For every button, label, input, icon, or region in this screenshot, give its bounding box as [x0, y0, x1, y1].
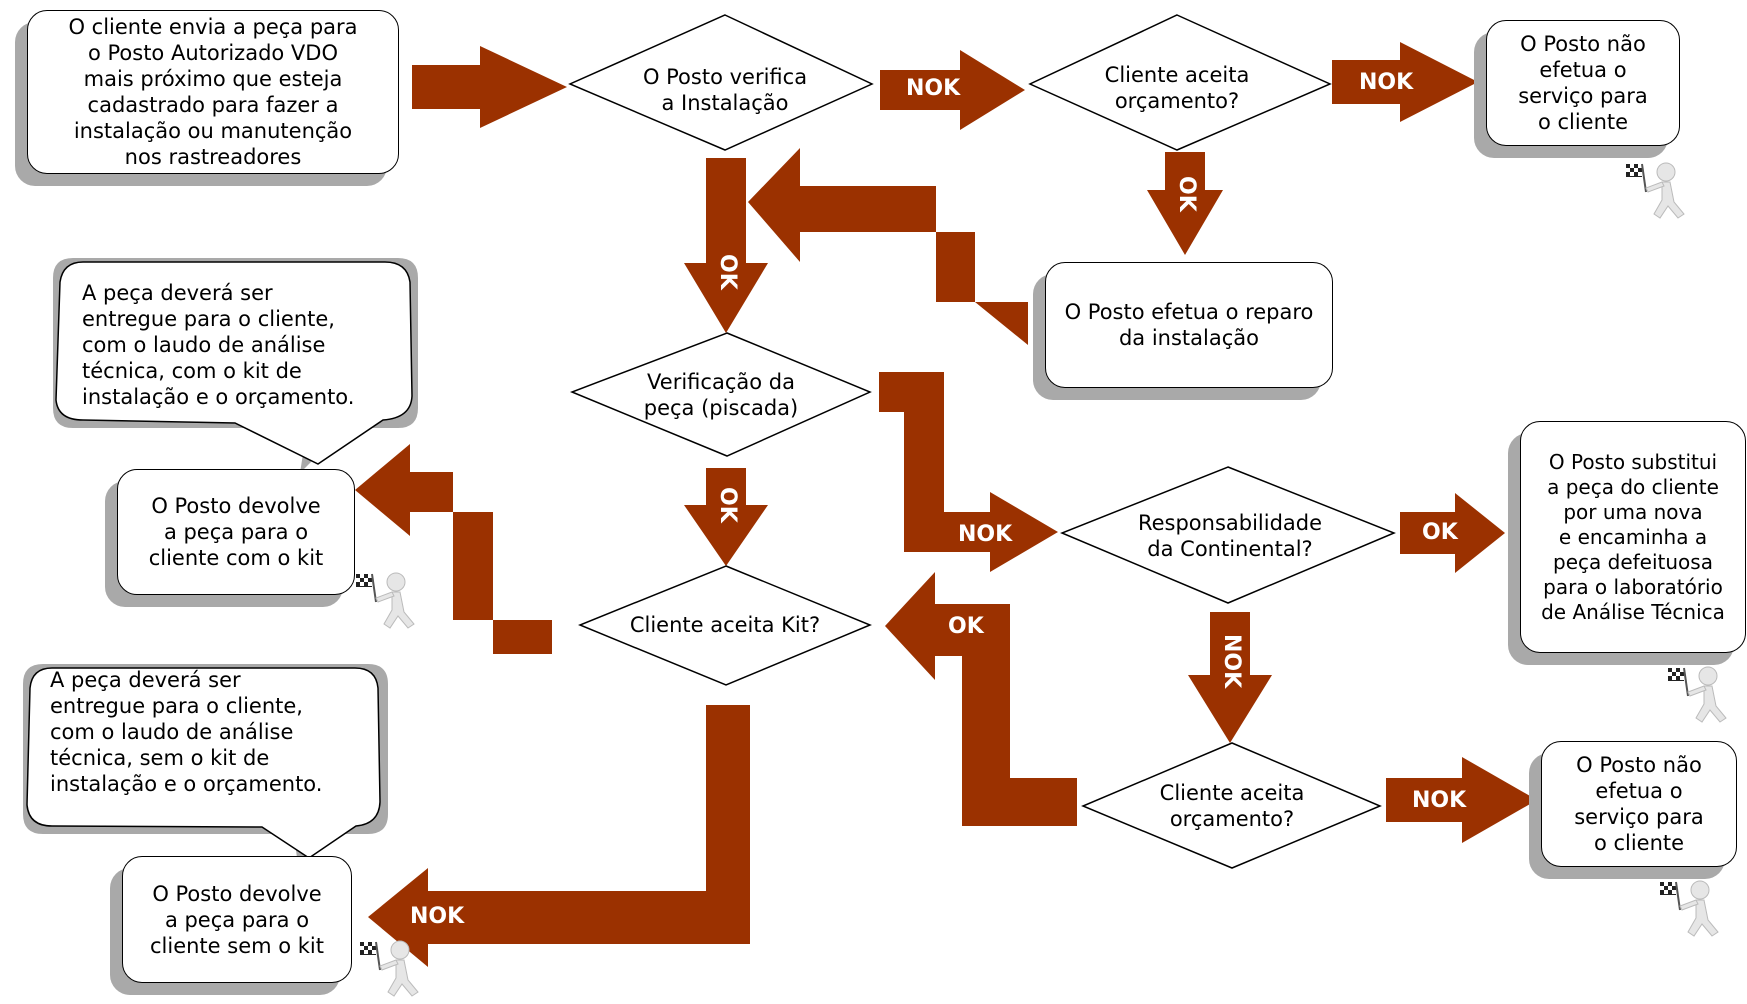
substitui-text: O Posto substitui a peça do cliente por … — [1541, 449, 1725, 624]
devolve-sem-kit-box: O Posto devolve a peça para o cliente se… — [122, 856, 352, 983]
label-ok-3: OK — [715, 487, 740, 523]
label-ok-5: OK — [412, 522, 448, 547]
arrow-ok-5 — [355, 444, 552, 654]
arrow-ok-2 — [684, 158, 768, 333]
efetua-reparo-box: O Posto efetua o reparo da instalação — [1045, 262, 1333, 388]
label-ok-6: OK — [948, 614, 984, 639]
devolve-sem-kit-text: O Posto devolve a peça para o cliente se… — [149, 881, 325, 958]
devolve-com-kit-box: O Posto devolve a peça para o cliente co… — [117, 469, 355, 595]
runner-with-flag-icon — [1660, 880, 1719, 937]
diamond-aceita-kit — [578, 565, 872, 686]
diamond-verifica-instalacao — [568, 14, 874, 151]
efetua-reparo-text: O Posto efetua o reparo da instalação — [1064, 300, 1314, 350]
label-ok-2: OK — [715, 254, 740, 290]
nao-efetua-box-2: O Posto não efetua o serviço para o clie… — [1541, 741, 1737, 867]
nao-efetua-box-1: O Posto não efetua o serviço para o clie… — [1486, 20, 1680, 146]
diamond-aceita-orcamento-1 — [1028, 14, 1332, 151]
arrow-ok-6 — [885, 572, 1077, 826]
runner-with-flag-icon — [1626, 162, 1685, 219]
arrow-nok-4 — [1188, 612, 1272, 743]
arrow-nok-6 — [368, 705, 750, 967]
label-nok-4: NOK — [1219, 634, 1244, 689]
label-ok-4: OK — [1422, 520, 1458, 545]
aceita-orcamento-1-text: Cliente aceita orçamento? — [1104, 63, 1250, 113]
arrow-ok-4 — [1400, 493, 1505, 573]
label-nok-1: NOK — [906, 76, 961, 101]
runner-with-flag-icon — [1668, 666, 1727, 723]
label-nok-3: NOK — [958, 522, 1013, 547]
runner-with-flag-icon — [360, 940, 419, 997]
callout-com-kit-bubble — [55, 261, 413, 465]
substitui-box: O Posto substitui a peça do cliente por … — [1520, 421, 1746, 653]
callout-com-kit-text: A peça deverá ser entregue para o client… — [82, 281, 355, 409]
start-text: O cliente envia a peça para o Posto Auto… — [68, 15, 358, 169]
callout-sem-kit-text: A peça deverá ser entregue para o client… — [50, 668, 323, 796]
arrow-nok-5 — [1386, 757, 1537, 843]
verificacao-peca-text: Verificação da peça (piscada) — [643, 370, 799, 420]
nao-efetua-text-2: O Posto não efetua o serviço para o clie… — [1574, 753, 1704, 855]
aceita-orcamento-2-text: Cliente aceita orçamento? — [1159, 781, 1305, 831]
arrow-ok-3 — [684, 468, 768, 566]
label-nok-5: NOK — [1412, 788, 1467, 813]
arrow-nok-2 — [1332, 42, 1478, 122]
start-box: O cliente envia a peça para o Posto Auto… — [27, 10, 399, 174]
devolve-com-kit-text: O Posto devolve a peça para o cliente co… — [148, 494, 324, 570]
label-nok-6: NOK — [410, 904, 465, 929]
label-ok-1: OK — [1174, 176, 1199, 212]
diamond-verificacao-peca — [569, 332, 872, 457]
diamond-aceita-orcamento-2 — [1081, 742, 1382, 869]
runner-with-flag-icon — [356, 572, 415, 629]
arrow-nok-3 — [879, 372, 1058, 572]
arrow-nok-1 — [880, 50, 1025, 130]
arrow-start-to-verifica — [412, 46, 567, 128]
label-nok-2: NOK — [1359, 70, 1414, 95]
aceita-kit-text: Cliente aceita Kit? — [629, 613, 821, 637]
responsabilidade-text: Responsabilidade da Continental? — [1137, 511, 1323, 561]
diamond-responsabilidade — [1060, 466, 1396, 604]
nao-efetua-text-1: O Posto não efetua o serviço para o clie… — [1518, 32, 1648, 134]
verifica-instalacao-text: O Posto verifica a Instalação — [642, 65, 808, 115]
arrow-reparo-back — [748, 148, 1028, 345]
arrow-ok-1 — [1147, 152, 1223, 255]
